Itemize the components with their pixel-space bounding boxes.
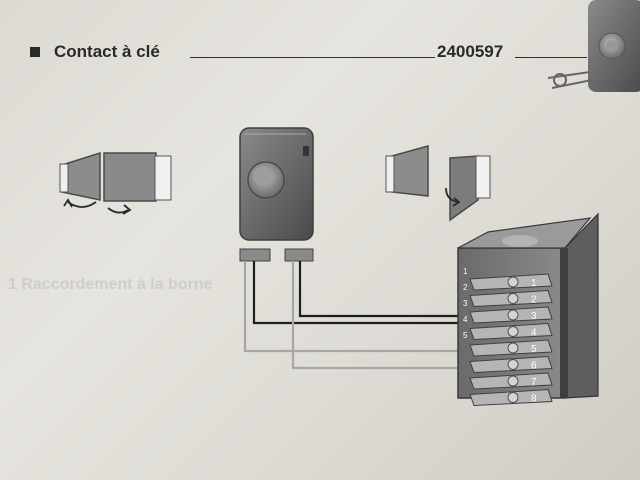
rotation-sleeve-illustration [59,151,172,215]
article-code: 2400597 [437,42,504,61]
terminal-3: 3 [469,306,553,324]
dotted-leader [190,57,435,58]
terminal-number: 4 [531,328,537,339]
cover-plate-illustration [385,145,491,222]
terminal-screw-icon [507,342,519,354]
terminal-number: 6 [531,361,537,372]
light-wire-b [291,261,520,370]
terminal-4: 4 [469,322,553,341]
terminal-number: 2 [531,295,537,306]
faded-background-text: 1 Raccordement à la borne [8,276,213,293]
terminal-number: 8 [531,394,537,405]
terminal-screw-icon [507,309,519,321]
terminal-side-label: 3 [463,299,468,308]
curved-rotate-arrow-icon [445,187,459,203]
terminal-screw-icon [507,375,519,387]
terminal-8: 8 [469,388,553,407]
terminal-screw-icon [507,392,519,403]
terminal-2: 2 [469,289,553,308]
dark-wire-a [252,261,520,325]
terminal-6: 6 [469,355,553,374]
terminal-screw-icon [507,276,519,288]
section-heading: Contact à clé 2400597 [30,42,590,64]
terminal-number: 5 [531,344,537,355]
terminal-screw-icon [507,293,519,304]
terminal-number: 3 [531,311,537,322]
light-wire-a [243,261,520,353]
wire-connectors [239,248,314,262]
section-title: Contact à clé [54,42,160,61]
terminal-1: 1 [469,273,553,291]
terminal-number: 1 [531,278,537,289]
square-bullet-icon [30,47,40,57]
terminal-side-label: 4 [463,315,468,324]
terminal-screw-icon [507,326,519,337]
terminal-side-label: 5 [463,331,468,340]
terminal-7: 7 [469,372,553,390]
terminal-side-label: 1 [463,267,468,276]
dotted-leader-end [515,57,587,58]
terminal-side-label: 2 [463,283,468,292]
terminal-5: 5 [469,339,553,357]
keyswitch-thumbnail-icon [547,0,640,92]
wiring [243,261,520,370]
terminal-number: 7 [531,377,537,388]
dark-wire-b [298,261,520,318]
key-switch-device [239,127,314,241]
terminal-screw-icon [507,359,519,370]
terminal-rows: 1 2 3 4 5 6 7 8 1 2 3 4 5 [463,267,553,407]
rotate-arrow-icon [107,207,129,214]
